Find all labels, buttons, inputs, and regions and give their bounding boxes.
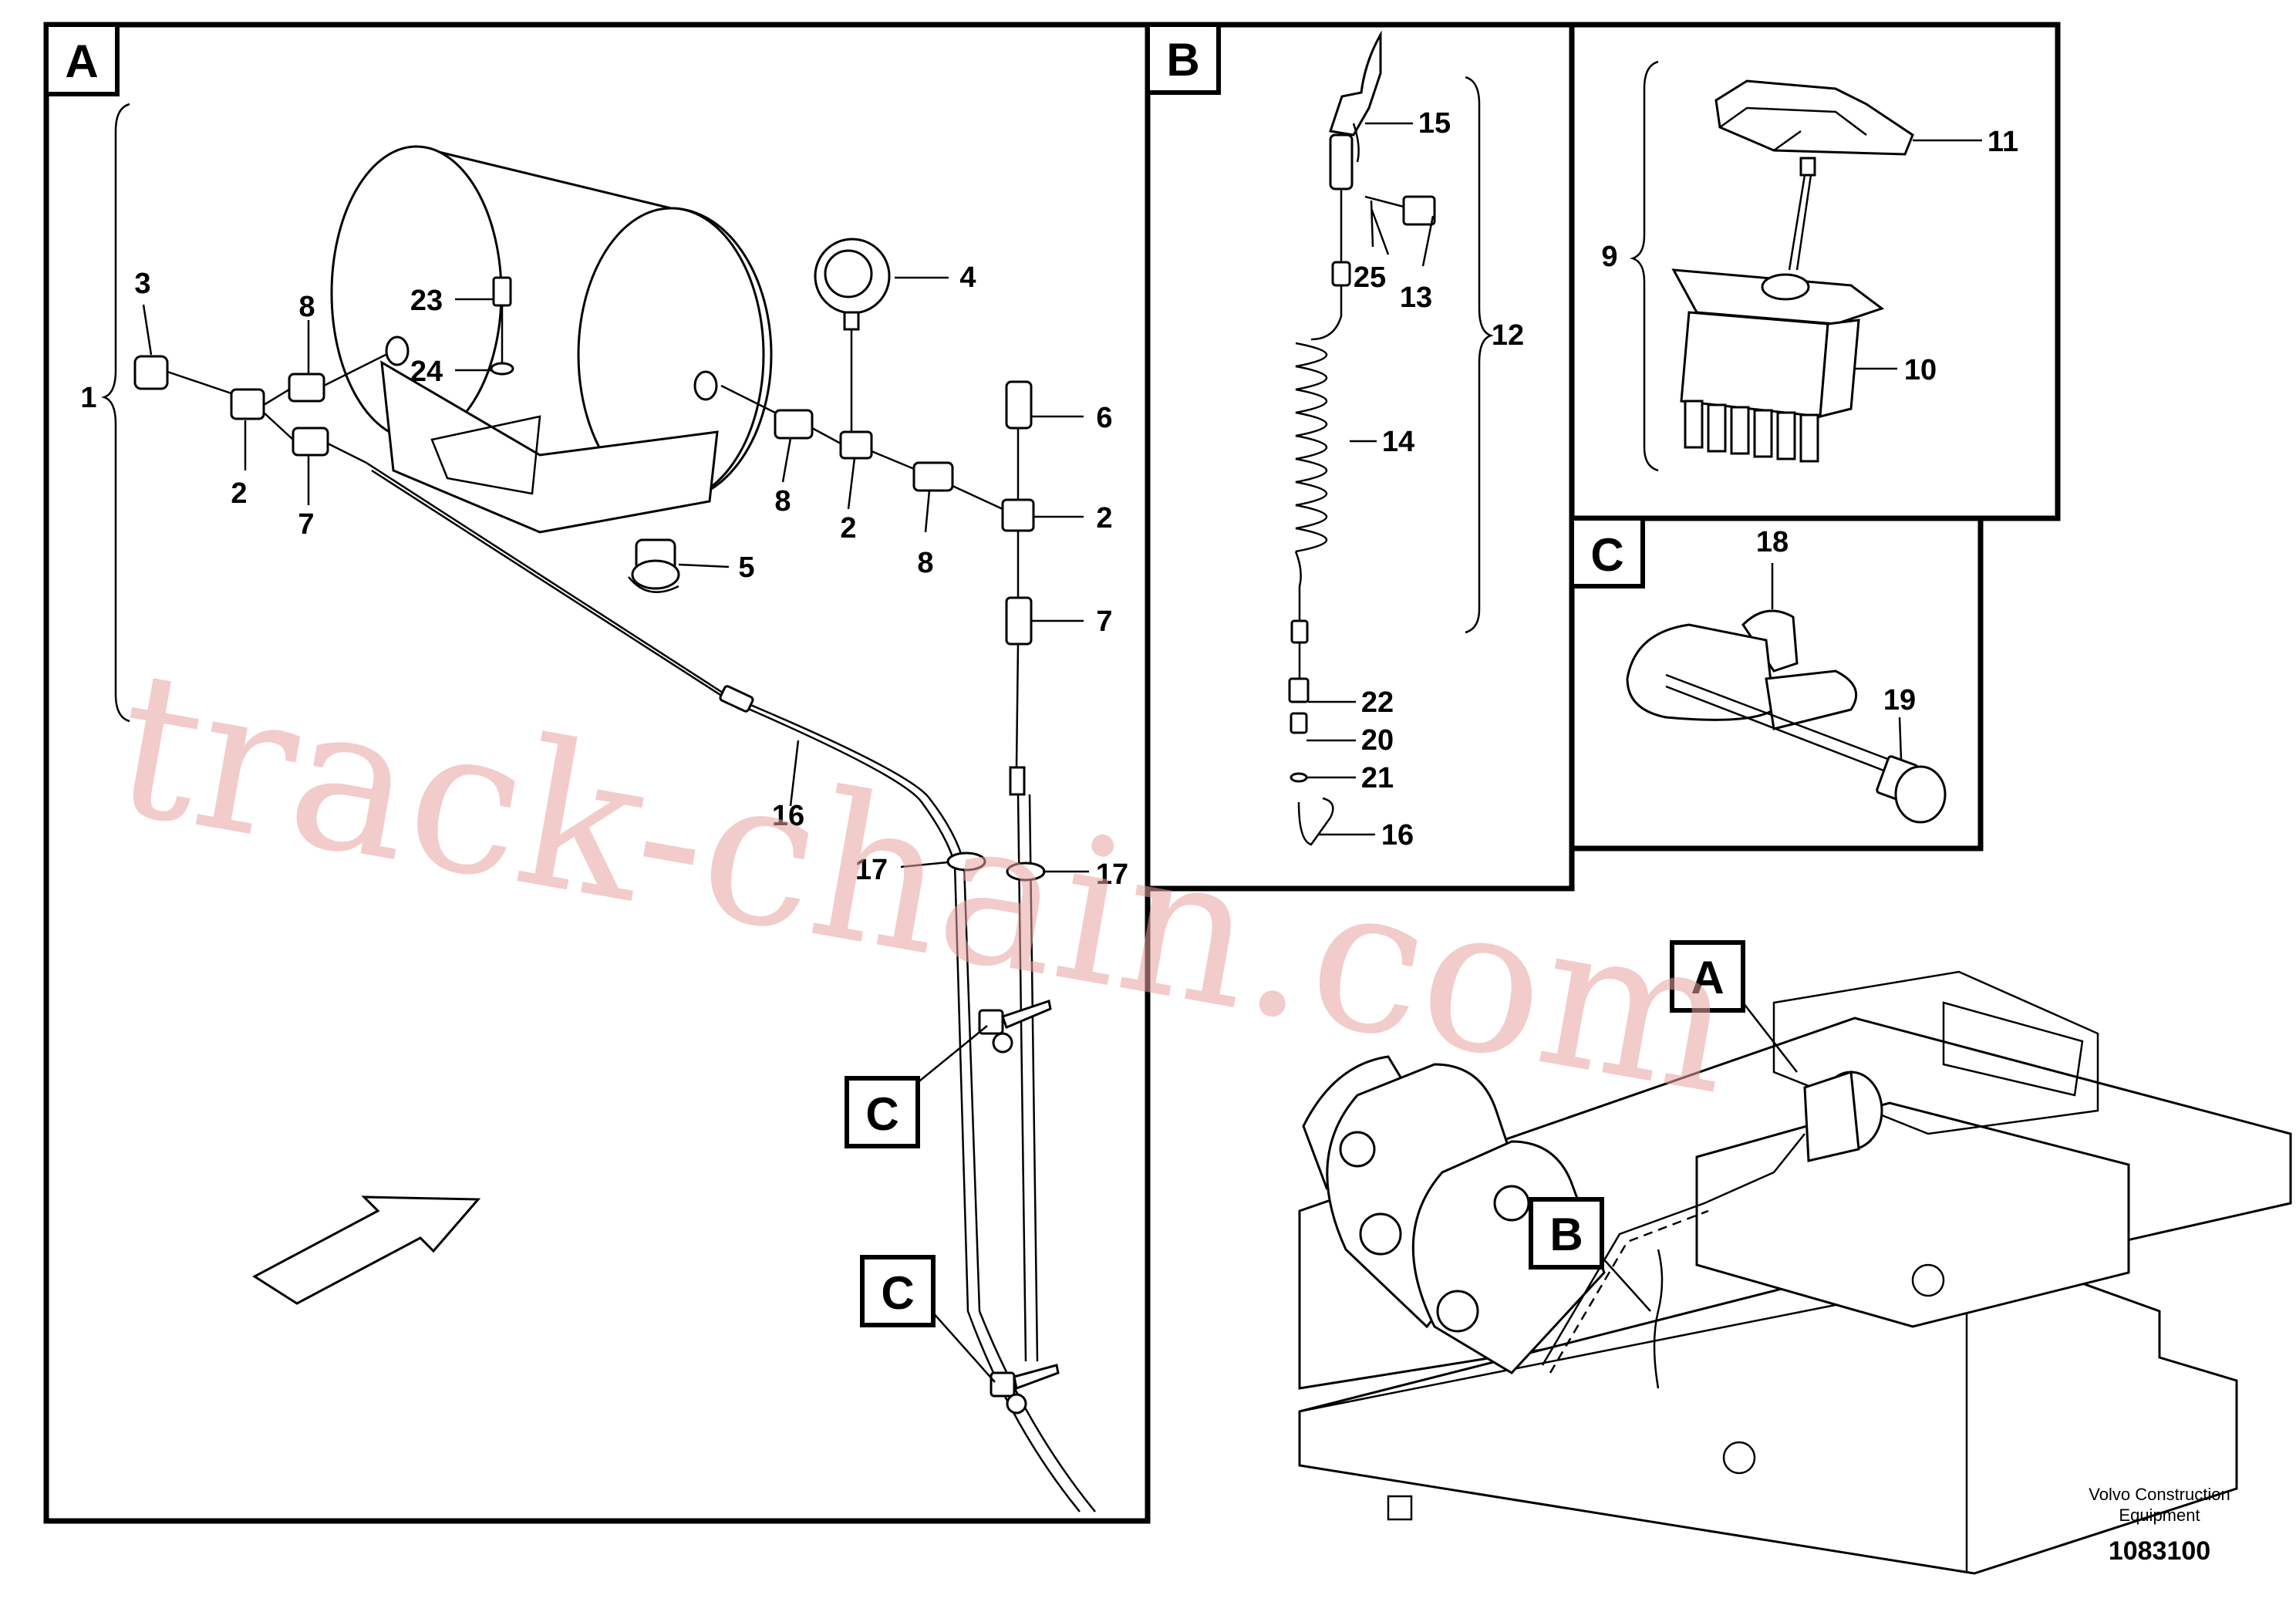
label-16a: 16	[772, 800, 804, 832]
label-12: 12	[1492, 319, 1524, 352]
label-2b: 2	[840, 512, 856, 545]
label-17b: 17	[1096, 858, 1128, 891]
switch-10	[1671, 268, 1885, 463]
label-2c: 2	[1096, 502, 1112, 534]
panel-a: A	[43, 22, 1151, 1524]
coil-hose	[1288, 189, 1351, 846]
grommet-left	[946, 851, 986, 872]
label-5: 5	[738, 551, 754, 584]
company-line-1: Volvo Construction	[2089, 1485, 2230, 1504]
leaders-a	[142, 276, 1089, 1383]
label-1: 1	[80, 382, 96, 414]
callout-c-upper: C	[845, 1076, 920, 1148]
coupler-13	[1402, 195, 1436, 226]
air-tank	[330, 145, 773, 534]
label-3: 3	[134, 268, 150, 300]
right-fittings	[720, 380, 1035, 796]
svg-text:B: B	[1549, 1209, 1583, 1260]
washer-24	[490, 362, 514, 376]
label-19: 19	[1883, 684, 1916, 717]
svg-text:A: A	[1691, 952, 1724, 1003]
label-22: 22	[1361, 686, 1394, 719]
panel-c: C 18 19	[1569, 515, 1984, 851]
clamp-c	[1626, 609, 1947, 824]
callout-c-lower: C	[860, 1255, 936, 1327]
label-8c: 8	[917, 547, 933, 579]
direction-arrow	[252, 1195, 481, 1305]
label-16b: 16	[1381, 819, 1414, 851]
label-11: 11	[1988, 126, 2018, 158]
panel-c-letter: C	[1590, 529, 1623, 581]
panel-switch: 11 9 10	[1569, 22, 2061, 521]
label-4: 4	[959, 261, 976, 294]
label-13: 13	[1400, 282, 1432, 314]
label-8a: 8	[298, 291, 315, 323]
group-bracket-9	[1630, 60, 1659, 472]
label-7b: 7	[1096, 605, 1112, 638]
panel-b-letter: B	[1166, 34, 1199, 86]
blow-gun	[1329, 30, 1382, 191]
group-bracket-1	[101, 103, 130, 723]
label-9: 9	[1601, 241, 1617, 273]
label-20: 20	[1361, 724, 1394, 757]
company-line-2: Equipment	[2119, 1506, 2200, 1525]
label-10: 10	[1904, 354, 1937, 386]
left-fittings	[133, 353, 386, 464]
pressure-gauge	[814, 238, 891, 436]
bolt-23	[492, 276, 512, 307]
knob-11	[1714, 79, 1914, 156]
overview-callout-b: B	[1529, 1197, 1651, 1312]
chassis-overview	[1298, 970, 2292, 1575]
label-24: 24	[410, 356, 443, 388]
label-14: 14	[1382, 426, 1414, 458]
leaders-b	[1306, 122, 1435, 836]
svg-text:C: C	[881, 1267, 914, 1319]
drain-valve	[628, 538, 680, 593]
label-7a: 7	[298, 508, 314, 541]
label-17a: 17	[855, 854, 888, 886]
svg-text:C: C	[865, 1088, 899, 1140]
label-15: 15	[1418, 107, 1451, 140]
hose-16	[366, 461, 1096, 1512]
label-21: 21	[1361, 762, 1394, 794]
label-23: 23	[410, 285, 443, 317]
label-8b: 8	[774, 485, 791, 518]
label-2a: 2	[231, 477, 247, 510]
clamp-lower	[990, 1364, 1060, 1415]
panel-a-letter: A	[65, 35, 98, 87]
group-bracket-12	[1465, 76, 1494, 634]
overview-callout-a: A	[1670, 940, 1798, 1073]
label-25: 25	[1354, 261, 1386, 294]
panel-b: B	[1145, 22, 1575, 892]
drawing-number: 1083100	[2109, 1536, 2210, 1566]
label-6: 6	[1096, 402, 1112, 434]
label-18: 18	[1756, 526, 1789, 558]
footer: Volvo Construction Equipment 1083100	[2089, 1485, 2230, 1566]
